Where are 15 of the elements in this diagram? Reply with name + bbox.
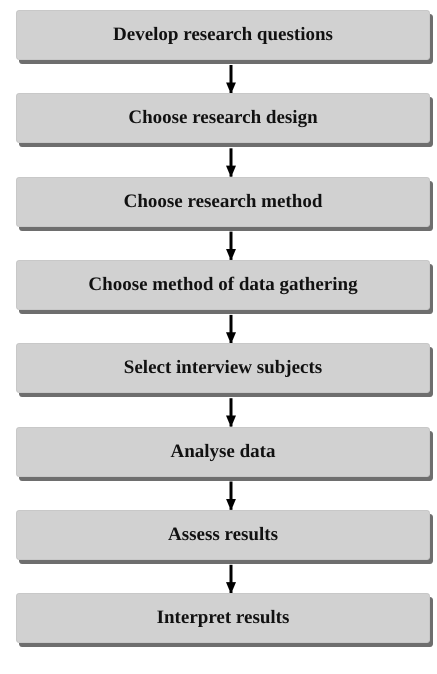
step-label: Choose research method [124, 190, 322, 213]
step-label: Analyse data [170, 440, 276, 462]
arrow [226, 564, 236, 594]
arrow [226, 398, 236, 428]
arrow [226, 148, 236, 178]
step-label: Select interview subjects [124, 357, 322, 380]
arrow [226, 314, 236, 344]
arrow [226, 232, 236, 261]
step-label: Choose research design [128, 107, 318, 130]
step-label: Interpret results [156, 607, 290, 630]
step-label: Develop research questions [113, 24, 333, 46]
arrow [226, 482, 236, 511]
step-label: Assess results [168, 524, 278, 546]
arrow [226, 65, 236, 94]
step-label: Choose method of data gathering [88, 274, 358, 296]
